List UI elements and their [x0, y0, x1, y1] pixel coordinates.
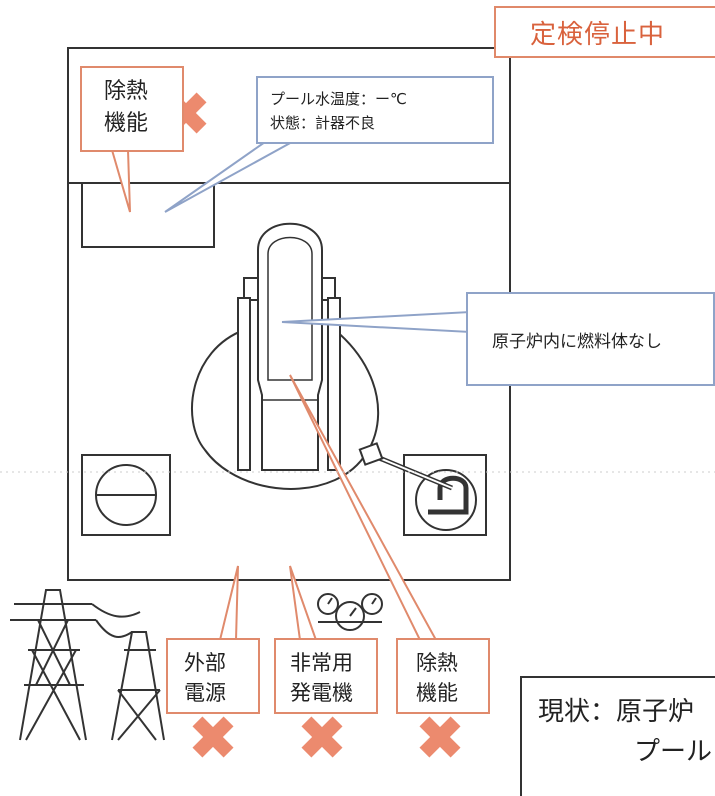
- current-status-note: 現状：原子炉 プール: [520, 676, 715, 796]
- callout-text-line: 発電機: [290, 681, 353, 705]
- callout-text-line: 非常用: [290, 651, 353, 675]
- callout-text-line: 外部: [184, 651, 226, 675]
- cross-mark-icon: [301, 716, 343, 758]
- pointer-pool-temp: [164, 141, 293, 213]
- callout-text-line: 電源: [184, 681, 226, 705]
- callout-reactor-fuel: 原子炉内に燃料体なし: [466, 292, 715, 386]
- callout-text-line: 機能: [104, 111, 149, 136]
- pool-temp-text: プール水温度：ー℃: [270, 90, 407, 108]
- pool-state-text: 状態：計器不良: [270, 114, 376, 132]
- callout-emergency-generator: 非常用 発電機: [274, 638, 378, 714]
- shield-wall-left: [237, 297, 251, 471]
- note-line: プール: [634, 737, 713, 767]
- callout-external-power: 外部 電源: [166, 638, 260, 714]
- transmission-tower-icon: [10, 589, 165, 741]
- pump-icon: [358, 442, 477, 531]
- callout-text-line: 除熱: [416, 651, 458, 675]
- note-line: 現状：原子炉: [538, 697, 695, 727]
- callout-text-line: 機能: [416, 681, 458, 705]
- reactor-fuel-text: 原子炉内に燃料体なし: [492, 331, 662, 352]
- pointer-external-power: [218, 565, 239, 641]
- callout-text-line: 除熱: [104, 79, 149, 104]
- shield-wall-right: [327, 297, 341, 471]
- spent-fuel-pool: [81, 182, 215, 248]
- gauge-icon: [317, 593, 383, 631]
- cross-mark-icon: [419, 716, 461, 758]
- callout-heat-removal-bottom: 除熱 機能: [396, 638, 490, 714]
- callout-pool-temp: プール水温度：ー℃ 状態：計器不良: [256, 76, 494, 144]
- pointer-generator: [289, 565, 318, 641]
- pointer-heat-top: [110, 149, 131, 213]
- status-label: 定検停止中: [494, 6, 715, 58]
- callout-heat-removal-top: 除熱 機能: [80, 66, 184, 152]
- cross-mark-icon: [192, 716, 234, 758]
- vessel-inner: [267, 236, 313, 381]
